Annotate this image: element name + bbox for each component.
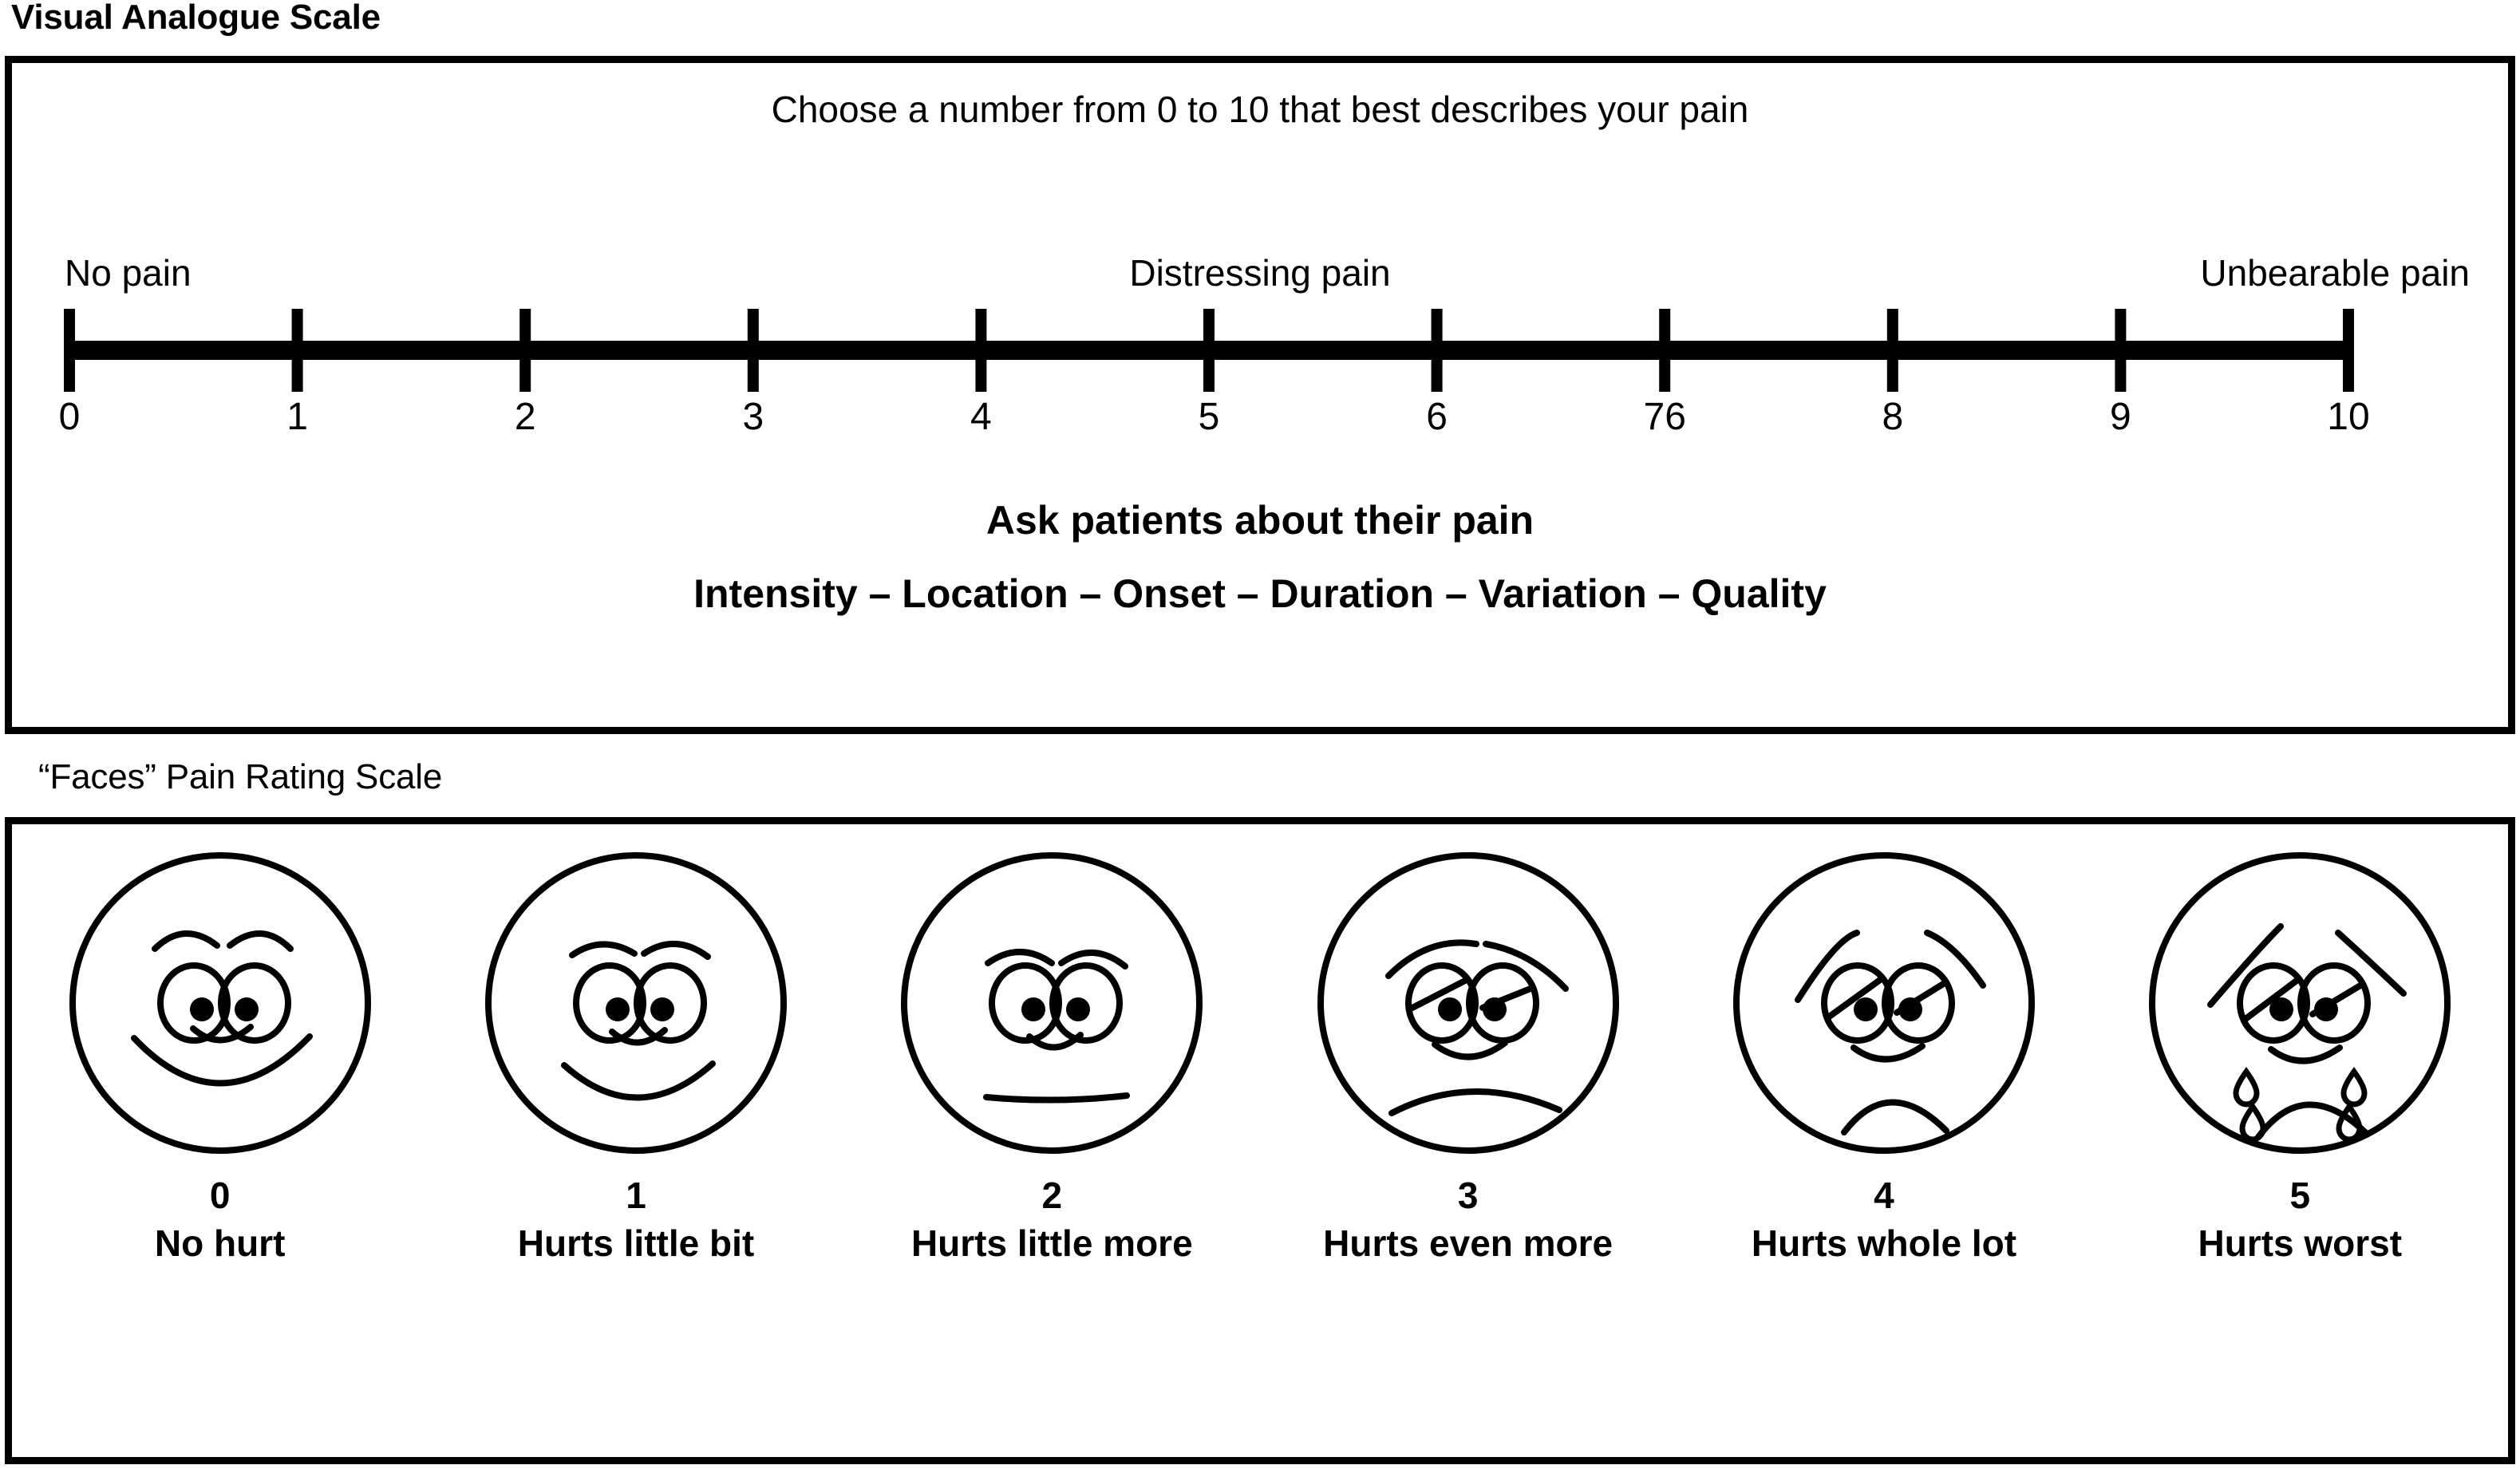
vas-instruction-text: Choose a number from 0 to 10 that best d… — [771, 89, 1749, 130]
face-label: Hurts little bit — [517, 1222, 755, 1264]
scale-tick-label: 0 — [58, 396, 81, 438]
face-icon — [69, 852, 371, 1154]
face-icon — [2149, 852, 2451, 1154]
face-icon — [901, 852, 1203, 1154]
vas-prompt-ask-patients: Ask patients about their pain — [985, 498, 1535, 543]
anchor-label-unbearable-pain: Unbearable pain — [2200, 252, 2470, 294]
face-number: 3 — [1457, 1175, 1479, 1216]
scale-tick-label: 6 — [1426, 396, 1448, 438]
face-icon — [1732, 852, 2035, 1154]
vas-anchor-row: No pain Distressing pain Unbearable pain — [12, 255, 2508, 299]
vas-prompt-pain-dimensions: Intensity – Location – Onset – Duration … — [693, 571, 1827, 616]
face-label: Hurts worst — [2198, 1222, 2403, 1264]
visual-analogue-scale-panel: Choose a number from 0 to 10 that best d… — [5, 56, 2515, 734]
face-number: 2 — [1041, 1175, 1063, 1216]
scale-tick-label: 10 — [2327, 396, 2370, 438]
visual-analogue-scale-heading: Visual Analogue Scale — [11, 0, 381, 37]
face-scale-item[interactable]: 0 No hurt — [21, 843, 420, 1262]
vas-scale-bar[interactable] — [12, 302, 2508, 398]
face-label: Hurts little more — [910, 1222, 1193, 1264]
face-label: No hurt — [154, 1222, 286, 1264]
vas-tick-number-row: 0 1 2 3 4 5 6 76 8 9 10 — [12, 398, 2508, 446]
scale-tick-label: 8 — [1882, 396, 1904, 438]
scale-tick-label: 4 — [970, 396, 992, 438]
anchor-label-distressing-pain: Distressing pain — [1129, 252, 1391, 294]
scale-tick-label: 2 — [514, 396, 536, 438]
face-number: 4 — [1874, 1175, 1894, 1216]
face-label: Hurts whole lot — [1751, 1222, 2017, 1264]
anchor-label-no-pain: No pain — [65, 252, 192, 294]
scale-tick-label: 76 — [1643, 396, 1686, 438]
face-icon — [1317, 852, 1619, 1154]
face-number: 5 — [2289, 1175, 2311, 1216]
faces-pain-rating-scale-heading: “Faces” Pain Rating Scale — [38, 757, 443, 796]
face-number: 0 — [209, 1175, 231, 1216]
scale-tick-label: 9 — [2110, 396, 2131, 438]
face-label: Hurts even more — [1323, 1222, 1614, 1264]
face-icon — [484, 852, 787, 1154]
scale-tick-label: 1 — [286, 396, 308, 438]
face-number: 1 — [626, 1175, 646, 1216]
scale-tick-label: 3 — [742, 396, 764, 438]
scale-tick-label: 5 — [1198, 396, 1220, 438]
